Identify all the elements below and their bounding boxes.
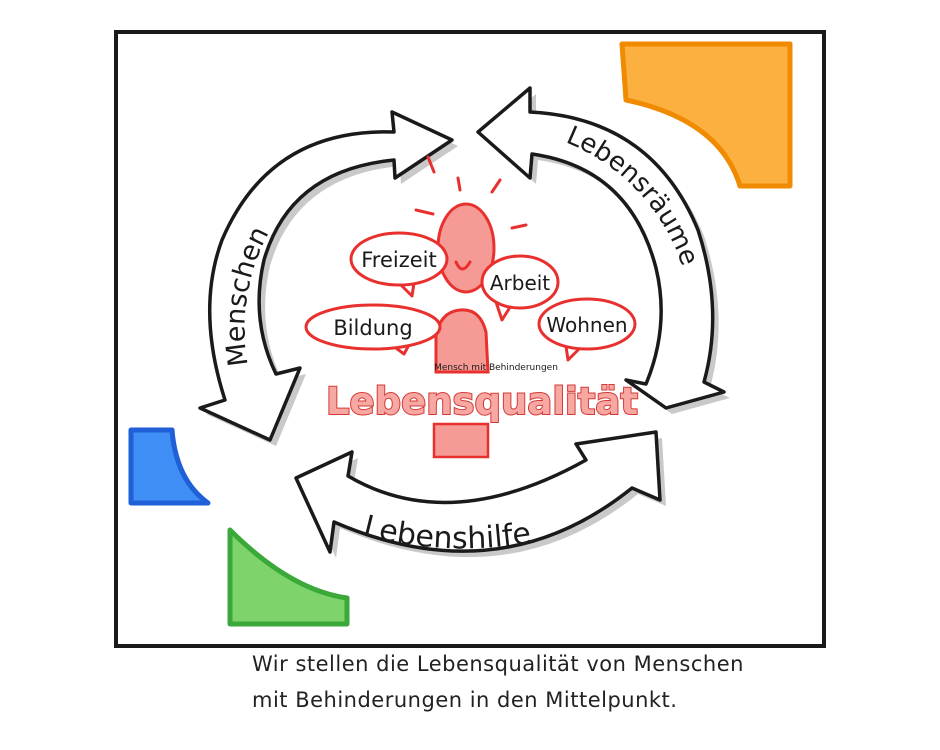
person-subtitle: Mensch mit Behinderungen <box>434 363 558 373</box>
bubble-arbeit-text: Arbeit <box>490 271 550 295</box>
bubble-wohnen-text: Wohnen <box>546 313 627 337</box>
blue-corner-shape <box>128 427 211 506</box>
bubble-freizeit: Freizeit <box>349 231 449 298</box>
bubble-wohnen: Wohnen <box>537 297 637 362</box>
lebenshilfe-arrow <box>294 430 666 558</box>
radiance-lines <box>414 155 528 230</box>
person-legs <box>432 422 490 459</box>
bubble-bildung: Bildung <box>304 303 442 356</box>
lebensqualitaet-title: Lebensqualität <box>326 380 638 423</box>
smile-mark <box>454 260 472 271</box>
bubble-arbeit: Arbeit <box>480 254 560 322</box>
lebensraeume-arrow <box>476 86 730 414</box>
caption-line-2: mit Behinderungen in den Mittelpunkt. <box>252 688 678 712</box>
bubble-freizeit-text: Freizeit <box>361 248 437 272</box>
menschen-arrow <box>198 110 458 446</box>
orange-corner-shape <box>619 41 793 189</box>
caption-line-1: Wir stellen die Lebensqualität von Mensc… <box>252 652 744 676</box>
bubble-bildung-text: Bildung <box>333 316 412 340</box>
green-corner-shape <box>227 527 350 627</box>
person-figure <box>414 155 528 459</box>
diagram-frame <box>114 30 826 648</box>
